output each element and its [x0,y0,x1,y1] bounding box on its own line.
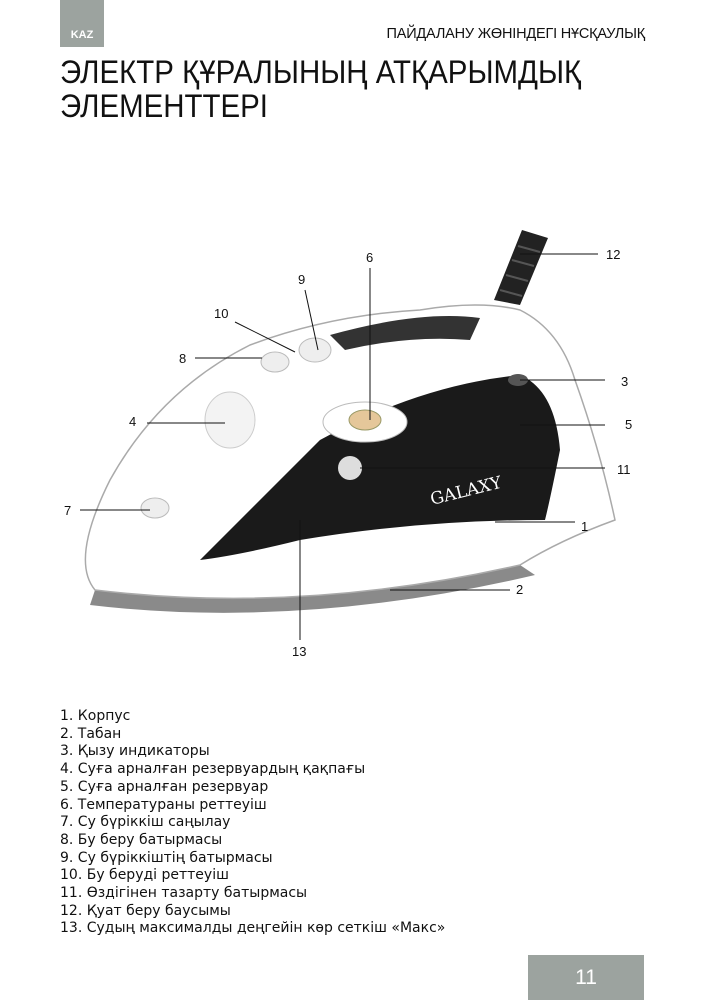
soleplate [90,565,535,613]
list-item: 11. Өздігінен тазарту батырмасы [60,885,308,902]
callout-3: 3 [621,374,628,389]
list-item: 8. Бу беру батырмасы [60,831,223,848]
list-item: 1. Корпус [60,708,131,724]
list-item: 2. Табан [60,725,122,742]
parts-list: 1. Корпус 2. Табан 3. Қызу индикаторы 4.… [60,708,445,938]
list-item: 9. Су бүріккіштің батырмасы [60,849,273,866]
language-tab: KAZ [60,0,104,47]
list-item: 7. Су бүріккіш саңылау [60,814,231,831]
list-item: 12. Қуат беру баусымы [60,902,231,919]
list-item: 6. Температураны реттеуіш [60,796,267,813]
iron-diagram: GALAXY 1 2 3 4 5 6 7 8 9 10 11 12 13 [64,230,632,659]
document-title: ПАЙДАЛАНУ ЖӨНІНДЕГІ НҰСҚАУЛЫҚ [386,26,646,42]
list-item: 4. Суға арналған резервуардың қақпағы [60,761,366,778]
callout-2: 2 [516,582,523,597]
list-item: 10. Бу беруді реттеуіш [60,867,229,884]
callout-1: 1 [581,519,588,534]
callout-12: 12 [606,247,620,262]
callout-7: 7 [64,503,71,518]
callout-8: 8 [179,351,186,366]
heading-line-1: ЭЛЕКТР ҚҰРАЛЫНЫҢ АТҚАРЫМДЫҚ [60,54,582,90]
steam-button [260,351,290,373]
list-item: 13. Судың максималды деңгейін көр сеткіш… [60,920,446,937]
list-item: 5. Суға арналған резервуар [60,778,269,795]
callout-13: 13 [292,644,306,659]
power-cord [494,230,548,305]
handle-grip [330,316,480,350]
self-clean-button [338,456,362,480]
filler-cap [204,391,256,449]
heat-indicator [508,374,528,386]
heading-line-2: ЭЛЕМЕНТТЕРІ [60,88,268,124]
callout-6: 6 [366,250,373,265]
callout-10: 10 [214,306,228,321]
list-item: 3. Қызу индикаторы [60,743,210,760]
callout-4: 4 [129,414,136,429]
page-heading: ЭЛЕКТР ҚҰРАЛЫНЫҢ АТҚАРЫМДЫҚ ЭЛЕМЕНТТЕРІ [60,55,581,123]
callout-11: 11 [617,462,631,477]
page-number: 11 [528,955,644,1000]
spray-button [298,337,332,363]
callout-9: 9 [298,272,305,287]
spray-nozzle [140,497,170,519]
callout-5: 5 [625,417,632,432]
